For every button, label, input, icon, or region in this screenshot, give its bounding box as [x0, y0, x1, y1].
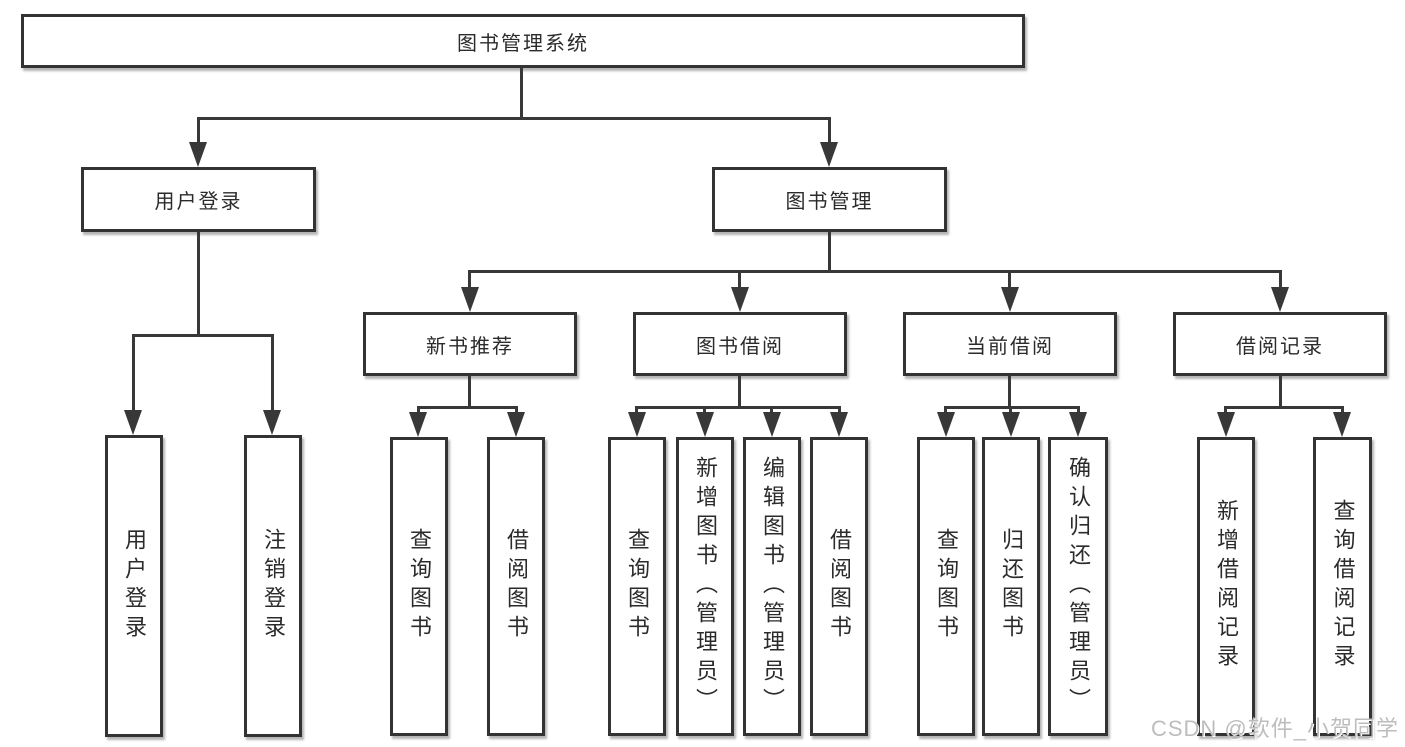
leaf-query-books-recommend: 查询图书: [390, 437, 448, 736]
connector-line: [132, 334, 135, 412]
connector-line: [838, 406, 841, 414]
arrow-down-icon: [124, 410, 142, 435]
leaf-query-books-borrow: 查询图书: [608, 437, 666, 736]
leaf-query-books-current: 查询图书: [917, 437, 975, 736]
arrow-down-icon: [189, 142, 207, 167]
leaf-label: 新增图书（管理员）: [693, 455, 718, 718]
arrow-down-icon: [830, 412, 848, 437]
leaf-label: 查询图书: [407, 528, 432, 645]
connector-line: [944, 406, 1080, 409]
connector-line: [738, 270, 741, 290]
node-book-management-label: 图书管理: [785, 191, 874, 213]
connector-line: [828, 232, 831, 273]
arrow-down-icon: [763, 412, 781, 437]
arrow-down-icon: [1069, 412, 1087, 437]
node-label: 新书推荐: [426, 335, 514, 358]
connector-line: [738, 376, 741, 408]
connector-line: [1224, 406, 1227, 414]
connector-line: [635, 406, 841, 409]
connector-line: [703, 406, 706, 414]
leaf-borrow-books-recommend: 借阅图书: [487, 437, 545, 736]
arrow-down-icon: [409, 412, 427, 437]
connector-line: [515, 406, 518, 414]
connector-line: [1224, 406, 1344, 409]
node-borrow-records: 借阅记录: [1173, 312, 1387, 376]
node-label: 当前借阅: [966, 335, 1054, 358]
leaf-confirm-return-admin: 确认归还（管理员）: [1048, 437, 1108, 736]
node-user-login-label: 用户登录: [154, 191, 243, 213]
leaf-label: 用户登录: [122, 527, 147, 645]
node-user-login: 用户登录: [81, 167, 316, 232]
arrow-down-icon: [696, 412, 714, 437]
leaf-label: 查询图书: [625, 528, 650, 645]
connector-line: [197, 232, 200, 336]
connector-line: [1279, 376, 1282, 408]
connector-line: [520, 68, 523, 118]
node-new-book-recommend: 新书推荐: [363, 312, 577, 376]
node-book-management: 图书管理: [712, 167, 947, 232]
leaf-label: 借阅图书: [827, 528, 852, 645]
node-root: 图书管理系统: [21, 14, 1025, 68]
node-root-label: 图书管理系统: [457, 32, 589, 55]
arrow-down-icon: [1217, 412, 1235, 437]
arrow-down-icon: [1001, 287, 1019, 312]
leaf-return-books: 归还图书: [982, 437, 1040, 736]
leaf-borrow-books: 借阅图书: [810, 437, 868, 736]
connector-line: [417, 406, 518, 409]
leaf-label: 编辑图书（管理员）: [760, 455, 785, 718]
connector-line: [468, 270, 471, 290]
arrow-down-icon: [1333, 412, 1351, 437]
arrow-down-icon: [461, 287, 479, 312]
connector-line: [944, 406, 947, 414]
node-label: 借阅记录: [1236, 335, 1324, 358]
connector-line: [1077, 406, 1080, 414]
leaf-label: 注销登录: [261, 527, 286, 645]
leaf-label: 确认归还（管理员）: [1066, 455, 1091, 718]
leaf-label: 查询借阅记录: [1330, 499, 1356, 674]
connector-line: [1009, 406, 1012, 414]
connector-line: [1008, 270, 1011, 290]
leaf-logout: 注销登录: [244, 435, 302, 737]
arrow-down-icon: [263, 410, 281, 435]
connector-line: [468, 270, 1282, 273]
leaf-label: 借阅图书: [504, 528, 529, 645]
arrow-down-icon: [507, 412, 525, 437]
arrow-down-icon: [628, 412, 646, 437]
node-current-borrow: 当前借阅: [903, 312, 1117, 376]
connector-line: [417, 406, 420, 414]
leaf-label: 查询图书: [934, 528, 959, 645]
arrow-down-icon: [1002, 412, 1020, 437]
leaf-label: 新增借阅记录: [1214, 499, 1239, 674]
csdn-watermark: CSDN @软件_小贺同学: [1150, 716, 1399, 741]
connector-line: [1341, 406, 1344, 414]
connector-line: [468, 376, 471, 408]
leaf-query-borrow-record: 查询借阅记录: [1313, 437, 1372, 736]
leaf-label: 归还图书: [999, 528, 1024, 645]
connector-line: [132, 334, 274, 337]
node-book-borrow: 图书借阅: [633, 312, 847, 376]
leaf-edit-book-admin: 编辑图书（管理员）: [743, 437, 801, 736]
arrow-down-icon: [937, 412, 955, 437]
leaf-add-book-admin: 新增图书（管理员）: [676, 437, 734, 736]
arrow-down-icon: [820, 142, 838, 167]
connector-line: [197, 117, 831, 120]
arrow-down-icon: [1271, 287, 1289, 312]
leaf-add-borrow-record: 新增借阅记录: [1197, 437, 1255, 736]
arrow-down-icon: [731, 287, 749, 312]
connector-line: [271, 334, 274, 412]
connector-line: [770, 406, 773, 414]
node-label: 图书借阅: [696, 335, 784, 358]
connector-line: [635, 406, 638, 414]
connector-line: [1279, 270, 1282, 290]
connector-line: [197, 118, 200, 144]
leaf-user-login: 用户登录: [105, 435, 163, 737]
connector-line: [1008, 376, 1011, 408]
connector-line: [828, 118, 831, 144]
